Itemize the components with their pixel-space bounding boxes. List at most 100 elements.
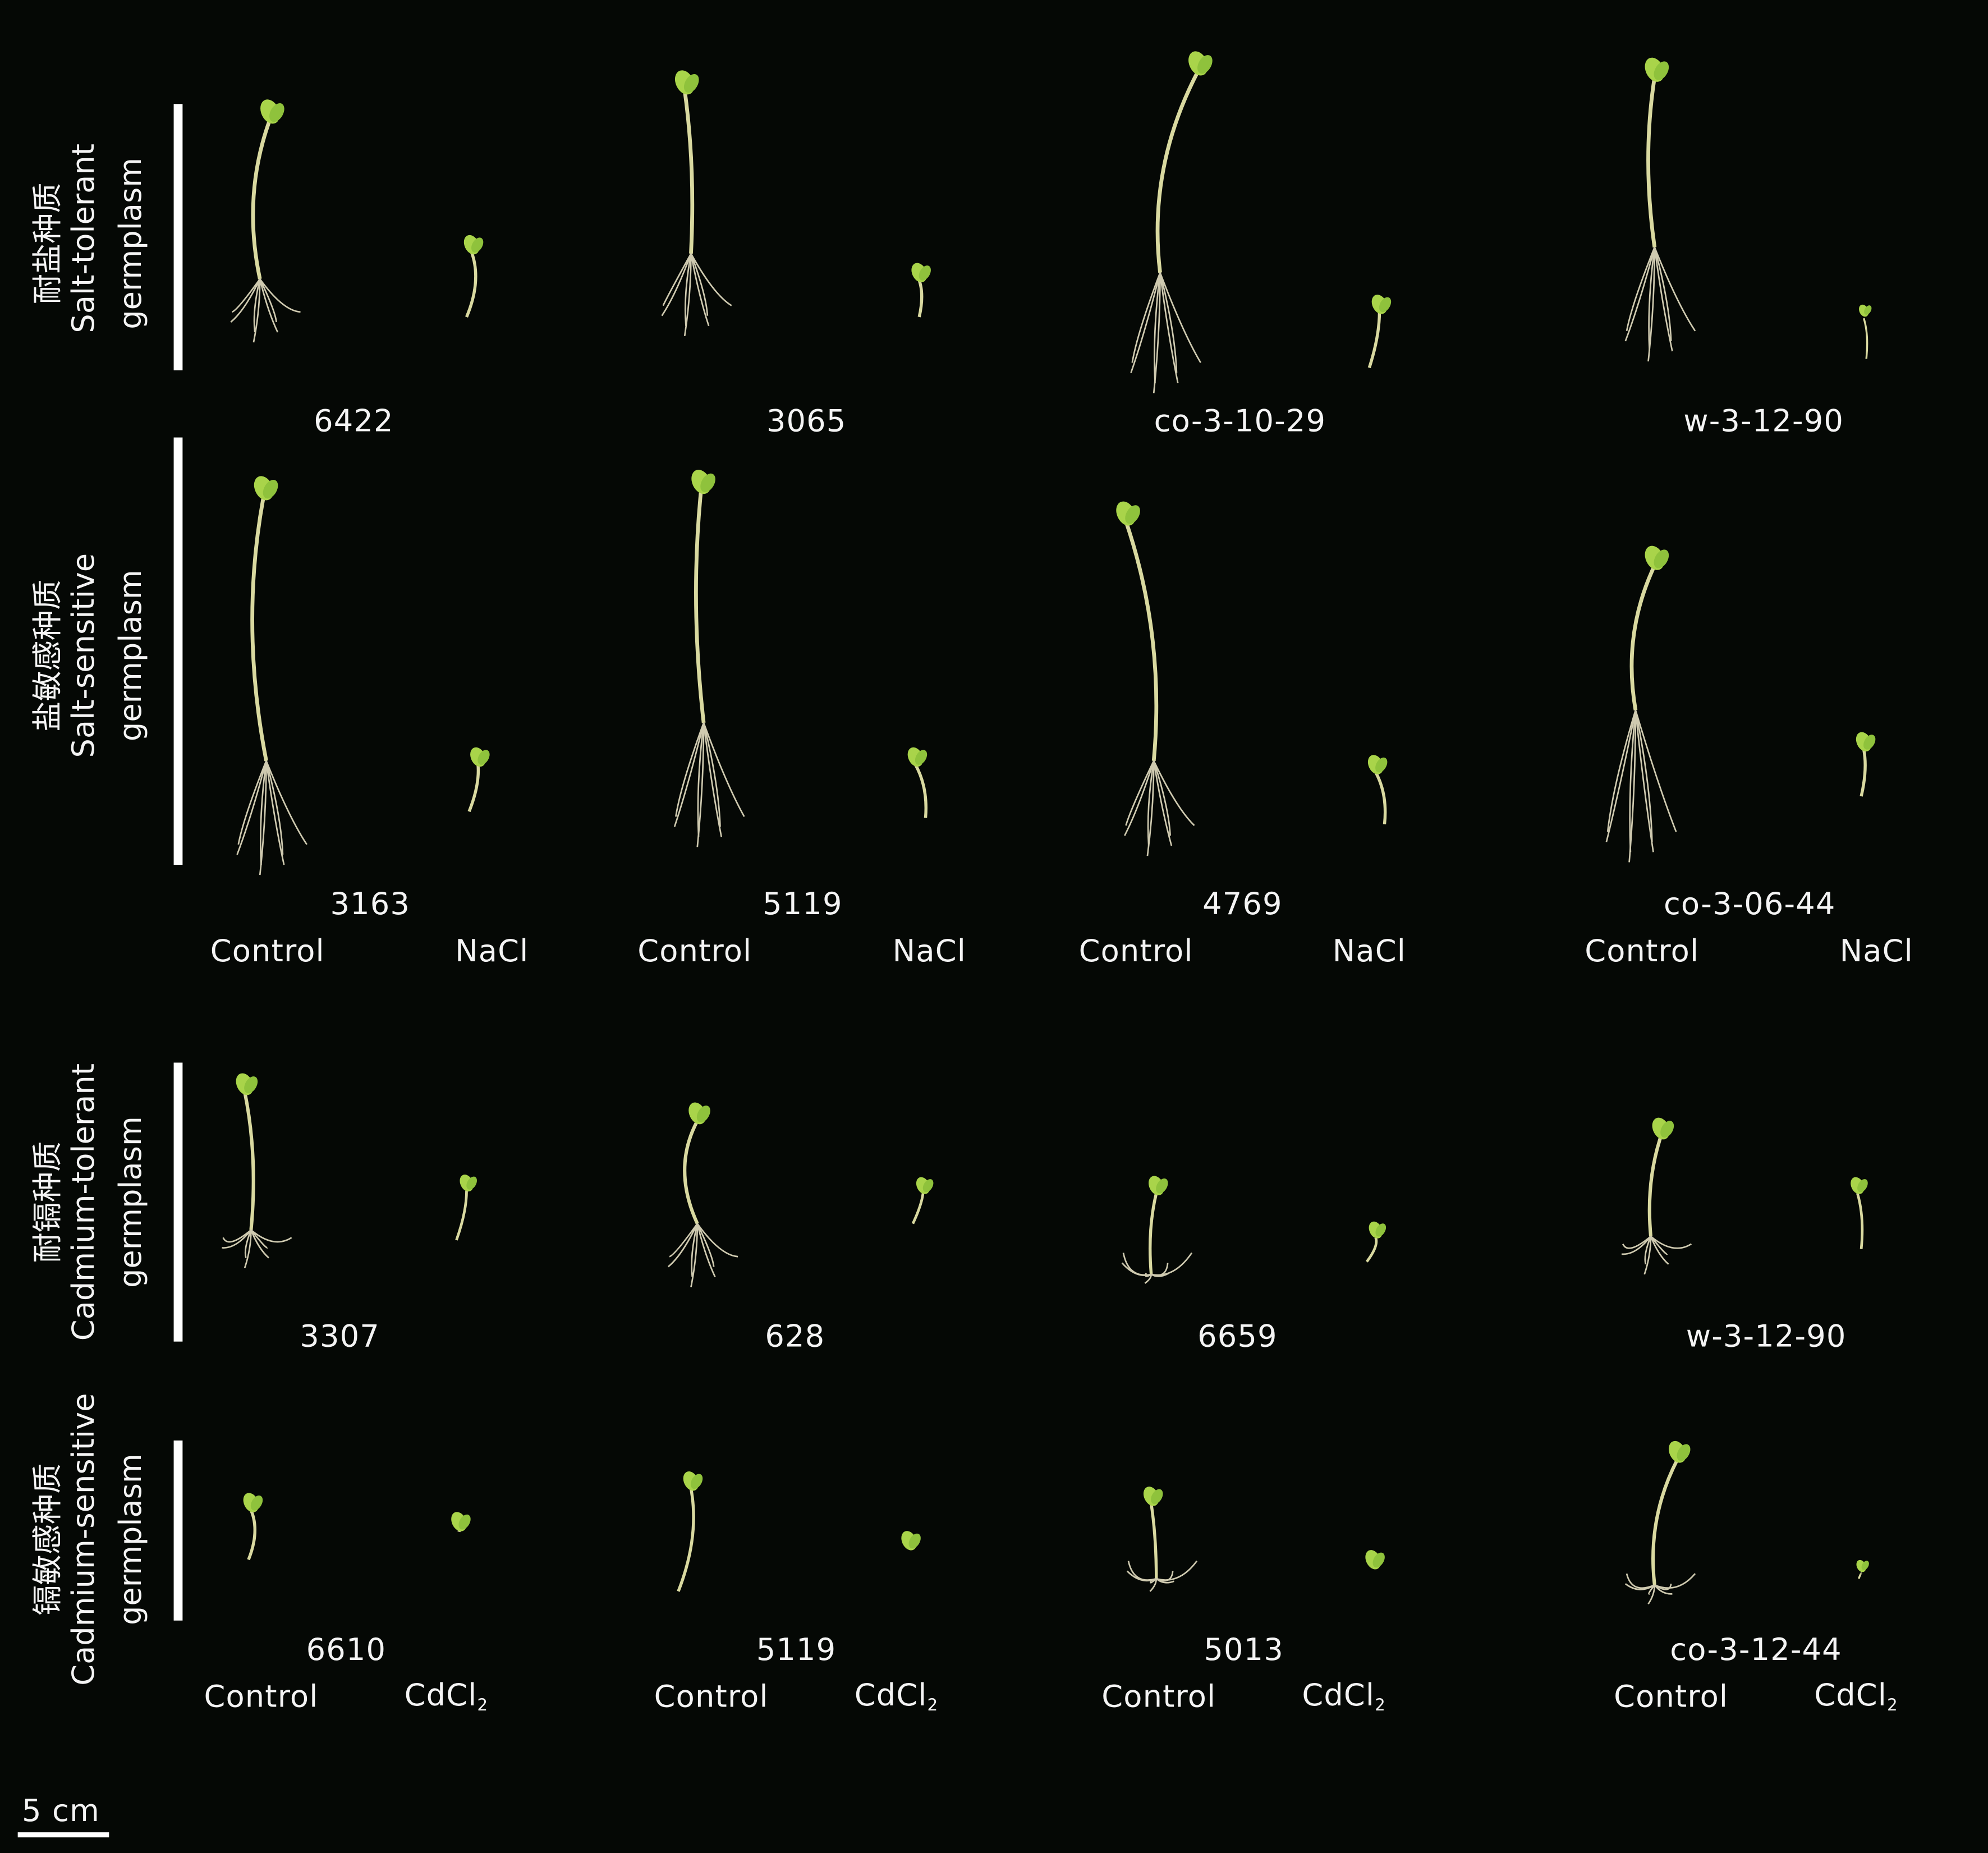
group-bar-cadmium-tolerant bbox=[173, 1062, 183, 1342]
cotyledon bbox=[1660, 1121, 1674, 1138]
hypocotyl bbox=[1150, 1503, 1158, 1579]
accession-label: 3065 bbox=[766, 403, 847, 439]
accession-label: w-3-12-90 bbox=[1683, 403, 1844, 439]
accession-label: 4769 bbox=[1202, 886, 1283, 922]
accession-label: 5013 bbox=[1204, 1632, 1284, 1668]
hypocotyl bbox=[694, 489, 706, 723]
hypocotyl bbox=[683, 1120, 699, 1224]
seedling bbox=[467, 747, 490, 813]
seedling bbox=[1624, 1441, 1696, 1605]
seedling bbox=[1365, 1221, 1386, 1263]
treatment-cdcl2: CdCl2 bbox=[1814, 1677, 1898, 1716]
treatment-cdcl2: CdCl2 bbox=[854, 1677, 939, 1716]
treatment-control: Control bbox=[1614, 1678, 1729, 1714]
roots bbox=[1121, 1252, 1193, 1284]
cotyledon bbox=[1861, 1561, 1869, 1570]
treatment-nacl: NaCl bbox=[1332, 933, 1407, 969]
seedling bbox=[1126, 1487, 1198, 1592]
seedling bbox=[230, 99, 301, 343]
treatment-control: Control bbox=[637, 933, 752, 969]
cotyledon bbox=[915, 750, 928, 765]
accession-label: 5119 bbox=[756, 1632, 837, 1668]
group-label-suffix: germplasm bbox=[113, 157, 149, 329]
seedling bbox=[907, 747, 928, 818]
cotyledon bbox=[466, 1176, 477, 1190]
hypocotyl bbox=[1155, 70, 1200, 273]
accession-label: 6659 bbox=[1197, 1318, 1278, 1355]
seedling bbox=[1621, 1117, 1692, 1275]
hypocotyl bbox=[1862, 318, 1868, 359]
accession-label: 6610 bbox=[306, 1632, 387, 1668]
scale-bar-label: 5 cm bbox=[21, 1793, 100, 1829]
cotyledon bbox=[1379, 297, 1392, 313]
accession-label: co-3-12-44 bbox=[1670, 1632, 1842, 1668]
hypocotyl bbox=[682, 89, 695, 254]
treatment-cdcl2: CdCl2 bbox=[1302, 1677, 1386, 1716]
cotyledon bbox=[908, 1533, 921, 1549]
seedling bbox=[911, 1177, 934, 1224]
group-label-suffix: germplasm bbox=[113, 1453, 149, 1626]
cotyledon bbox=[919, 265, 931, 281]
cotyledon bbox=[1372, 1552, 1385, 1568]
hypocotyl bbox=[1858, 1572, 1862, 1579]
cotyledon bbox=[1857, 1179, 1868, 1192]
cotyledon bbox=[263, 480, 278, 499]
group-label-cn: 耐镉种质 bbox=[30, 1141, 66, 1263]
cotyledon bbox=[269, 103, 284, 122]
roots bbox=[1605, 709, 1677, 863]
cotyledon bbox=[244, 1076, 258, 1094]
cotyledon bbox=[1375, 757, 1388, 773]
accession-label: w-3-12-90 bbox=[1686, 1318, 1847, 1355]
hypocotyl bbox=[1365, 1237, 1378, 1263]
cotyledon bbox=[458, 1514, 471, 1530]
treatment-control: Control bbox=[1078, 933, 1193, 969]
treatment-nacl: NaCl bbox=[1839, 933, 1913, 969]
seedling bbox=[1365, 1550, 1385, 1570]
hypocotyl bbox=[1148, 1192, 1158, 1275]
accession-label: 3307 bbox=[300, 1318, 380, 1355]
hypocotyl bbox=[251, 118, 272, 279]
treatment-control: Control bbox=[210, 933, 325, 969]
cotyledon bbox=[250, 1495, 263, 1511]
scale-bar bbox=[17, 1832, 109, 1838]
seedling bbox=[1624, 57, 1696, 362]
cotyledon bbox=[471, 237, 484, 253]
group-label-en: Cadmium-tolerant bbox=[66, 1063, 102, 1341]
cotyledon bbox=[1375, 1223, 1386, 1237]
group-label-cn: 盐敏感种质 bbox=[30, 579, 66, 732]
seedling bbox=[1367, 755, 1388, 825]
roots bbox=[673, 722, 745, 847]
seedling bbox=[901, 1531, 921, 1551]
group-label-cn: 镉敏感种质 bbox=[30, 1463, 66, 1616]
hypocotyl bbox=[1860, 749, 1867, 797]
seedling bbox=[673, 470, 745, 847]
seedling bbox=[911, 263, 931, 318]
seedling bbox=[1851, 1177, 1868, 1249]
treatment-control: Control bbox=[1585, 933, 1700, 969]
cotyledon bbox=[696, 1106, 710, 1123]
hypocotyl bbox=[1629, 565, 1656, 710]
group-label-en: Cadmium-sensitive bbox=[66, 1393, 102, 1686]
group-bar-salt-tolerant bbox=[173, 104, 183, 370]
cotyledon bbox=[1654, 549, 1669, 568]
treatment-control: Control bbox=[654, 1678, 769, 1714]
treatment-control: Control bbox=[1101, 1678, 1216, 1714]
hypocotyl bbox=[247, 1510, 256, 1561]
group-label-suffix: germplasm bbox=[113, 570, 149, 742]
group-label-en: Salt-sensitive bbox=[66, 553, 102, 758]
seedling bbox=[677, 1471, 703, 1592]
accession-label: 5119 bbox=[763, 886, 843, 922]
group-label-en: Salt-tolerant bbox=[66, 144, 102, 333]
cotyledon bbox=[683, 74, 699, 93]
roots bbox=[1624, 247, 1696, 362]
hypocotyl bbox=[1646, 77, 1657, 248]
seedling bbox=[222, 1073, 292, 1269]
roots bbox=[1621, 1236, 1692, 1275]
accession-label: 3163 bbox=[330, 886, 411, 922]
cotyledon bbox=[478, 750, 490, 765]
seedling bbox=[1130, 51, 1213, 393]
group-label-cn: 耐盐种质 bbox=[30, 182, 66, 305]
roots bbox=[230, 278, 301, 343]
treatment-nacl: NaCl bbox=[892, 933, 966, 969]
